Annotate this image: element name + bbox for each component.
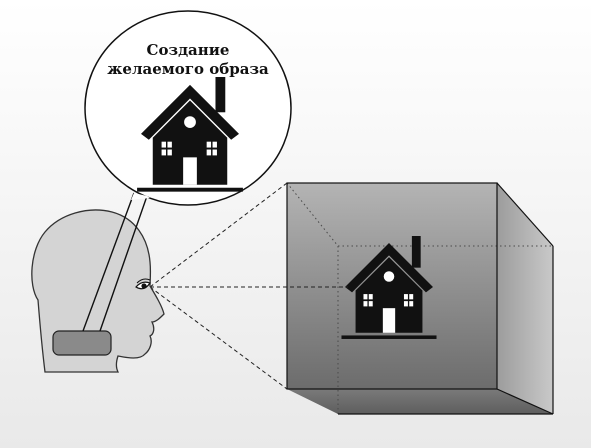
eye-icon [135,278,151,290]
projection-lines [149,182,348,390]
box-bottom-face [287,389,553,414]
thought-bubble: Создание желаемого образа [84,10,292,206]
box-side-face [497,183,553,414]
bubble-tail [82,192,148,332]
bubble-title-line2: желаемого образа [107,60,269,78]
bubble-title-line1: Создание [147,41,230,59]
ear-block [52,330,112,356]
projection-box [286,182,554,415]
